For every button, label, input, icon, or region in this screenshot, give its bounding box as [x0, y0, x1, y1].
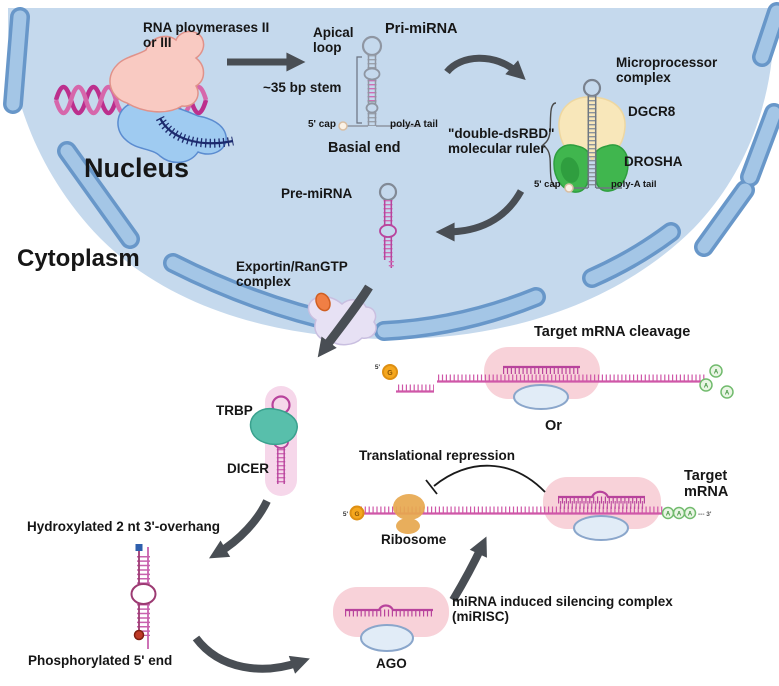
dicer-label: DICER [227, 461, 270, 476]
polya-letter: A [714, 370, 719, 376]
mirna-guide-strand [345, 604, 433, 617]
inhibition-arrow [425, 464, 546, 495]
molecular-ruler-label: "double-dsRBD" molecular ruler [448, 126, 555, 156]
arrow-nuclear-export [317, 284, 373, 358]
overhang-label: Hydroxylated 2 nt 3'-overhang [27, 519, 221, 534]
exportin-label: Exportin/RanGTP complex [236, 259, 348, 289]
cytoplasm-label: Cytoplasm [17, 245, 140, 272]
trbp-blob [249, 408, 298, 446]
pre-mirna-hairpin [378, 182, 398, 268]
five-cap-label: 5' cap [534, 179, 561, 190]
pre-mirna-label: Pre-miRNA [281, 186, 353, 201]
polya-circles: A A A [661, 506, 697, 520]
ribosome-blob [393, 494, 425, 534]
five-cap-label: 5' cap [308, 119, 336, 130]
drosha-blob-right [595, 144, 629, 192]
polya-letter: A [666, 512, 671, 518]
nascent-rna-strand [155, 115, 234, 148]
cap-g-circle [382, 364, 398, 380]
or-label: Or [545, 418, 562, 434]
polya-circles: A A A [699, 364, 734, 399]
rna-polymerase-complex [109, 30, 234, 164]
arrow-mirisc-to-mrna [449, 536, 487, 603]
polya-letter: A [688, 512, 693, 518]
hydroxyl-marker [135, 544, 143, 551]
ribosome-label: Ribosome [381, 532, 447, 547]
pri-mirna-hairpin [338, 35, 420, 131]
target-mrna-strand [437, 374, 706, 383]
risc-blob [333, 587, 449, 637]
cleavage-title: Target mRNA cleavage [534, 324, 691, 340]
arrow-pri-to-microprocessor [444, 54, 526, 81]
polya-tail-label: poly-A tail [390, 119, 438, 130]
pri-mirna-label: Pri-miRNA [385, 21, 458, 37]
drosha-shade [560, 157, 580, 183]
basal-end-label: Basial end [328, 140, 401, 156]
three-prime-label: --- 3' [698, 511, 712, 518]
nucleus-label: Nucleus [84, 153, 190, 183]
arrow-dicer-to-duplex [209, 499, 271, 559]
five-cap-dot [338, 121, 348, 131]
arrow-duplex-to-ago [192, 635, 310, 674]
cap-g-circle [349, 505, 365, 521]
phosphorylated-label: Phosphorylated 5' end [28, 653, 173, 668]
ago-ellipse [513, 384, 569, 410]
microprocessor-hairpin [564, 78, 622, 193]
five-prime-label: 5' [375, 364, 381, 371]
drosha-label: DROSHA [624, 154, 683, 169]
apical-loop-label: Apical loop [313, 25, 354, 55]
cleaved-fragment [396, 384, 434, 393]
mirna-guide-strand [503, 365, 580, 374]
polymerase-pink-lobe [109, 30, 205, 113]
rna-polymerase-label: RNA ploymerases II or III [143, 20, 270, 50]
mirna-duplex [130, 544, 157, 649]
rangtp-ellipse [315, 292, 331, 312]
ruler-brace [542, 102, 557, 188]
dgcr8-label: DGCR8 [628, 104, 676, 119]
phosphate-marker [133, 629, 145, 641]
polya-letter: A [677, 512, 682, 518]
repression-scene: G 5' A A A --- 3' [343, 464, 712, 541]
stem-label: ~35 bp stem [263, 80, 342, 95]
five-cap-dot [564, 183, 574, 193]
polya-letter: A [725, 391, 730, 397]
cap-g-letter: G [387, 370, 393, 377]
mirisc-label: miRNA induced silencing complex (miRISC) [452, 594, 673, 624]
microprocessor-complex [542, 78, 629, 193]
five-prime-label: 5' [343, 511, 349, 518]
dicer-trbp-complex [249, 386, 298, 496]
ago-ellipse [360, 624, 414, 652]
cleavage-scene: G 5' A A A [375, 347, 734, 410]
ago-ellipse [573, 515, 629, 541]
microprocessor-label: Microprocessor complex [616, 55, 718, 85]
polya-tail-label: poly-A tail [611, 179, 657, 190]
stem-bracket [356, 56, 362, 124]
arrow-micro-to-pre [435, 189, 525, 242]
mirisc-complex [333, 587, 449, 652]
cap-g-letter: G [354, 511, 359, 518]
mirna-guide-strand [558, 490, 645, 509]
ago-label: AGO [376, 656, 407, 671]
polya-letter: A [704, 384, 709, 390]
repression-title: Translational repression [359, 448, 516, 463]
trbp-label: TRBP [216, 403, 253, 418]
nucleus-body [8, 8, 774, 340]
target-mrna-label: Target mRNA [684, 468, 729, 500]
